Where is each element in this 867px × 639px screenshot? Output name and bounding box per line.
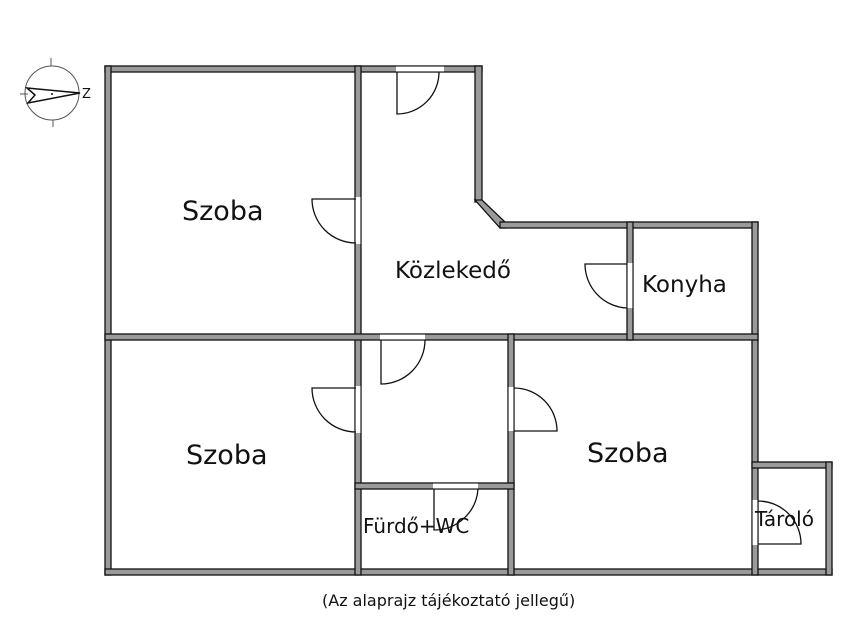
room-label-szoba: Szoba (182, 196, 264, 227)
compass-label: Z (82, 87, 91, 102)
room-label-szoba: Szoba (186, 440, 268, 471)
compass-north-arrow-icon: Z (20, 58, 91, 127)
room-label-tarolo: Tároló (755, 507, 814, 531)
disclaimer-note: (Az alaprajz tájékoztató jellegű) (322, 591, 576, 610)
room-label-kozlekedo: Közlekedő (395, 258, 511, 284)
doors (311, 71, 802, 545)
walls (104, 65, 833, 576)
room-label-konyha: Konyha (642, 272, 727, 298)
room-label-szoba: Szoba (587, 438, 669, 469)
room-label-furdo-wc: Fürdő+WC (363, 514, 470, 538)
